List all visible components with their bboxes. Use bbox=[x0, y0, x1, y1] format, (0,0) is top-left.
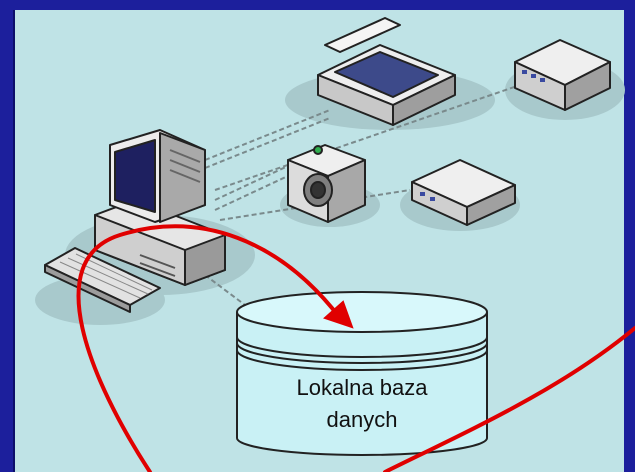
camera-icon bbox=[287, 144, 366, 223]
database-label-line2: danych bbox=[327, 407, 398, 432]
database-icon bbox=[236, 291, 488, 456]
cables bbox=[204, 84, 521, 306]
sync-arrow-loop bbox=[76, 224, 342, 472]
scanner-icon bbox=[317, 17, 456, 126]
keyboard-icon bbox=[44, 247, 161, 313]
arrowhead-icon bbox=[323, 300, 354, 329]
sync-arrow-right bbox=[383, 326, 635, 472]
red-arrows bbox=[76, 224, 635, 472]
external-drive-icon bbox=[411, 159, 516, 226]
database-label-line1: Lokalna baza bbox=[297, 375, 429, 400]
computer-icon bbox=[94, 129, 226, 286]
network-device-icon bbox=[514, 39, 611, 111]
